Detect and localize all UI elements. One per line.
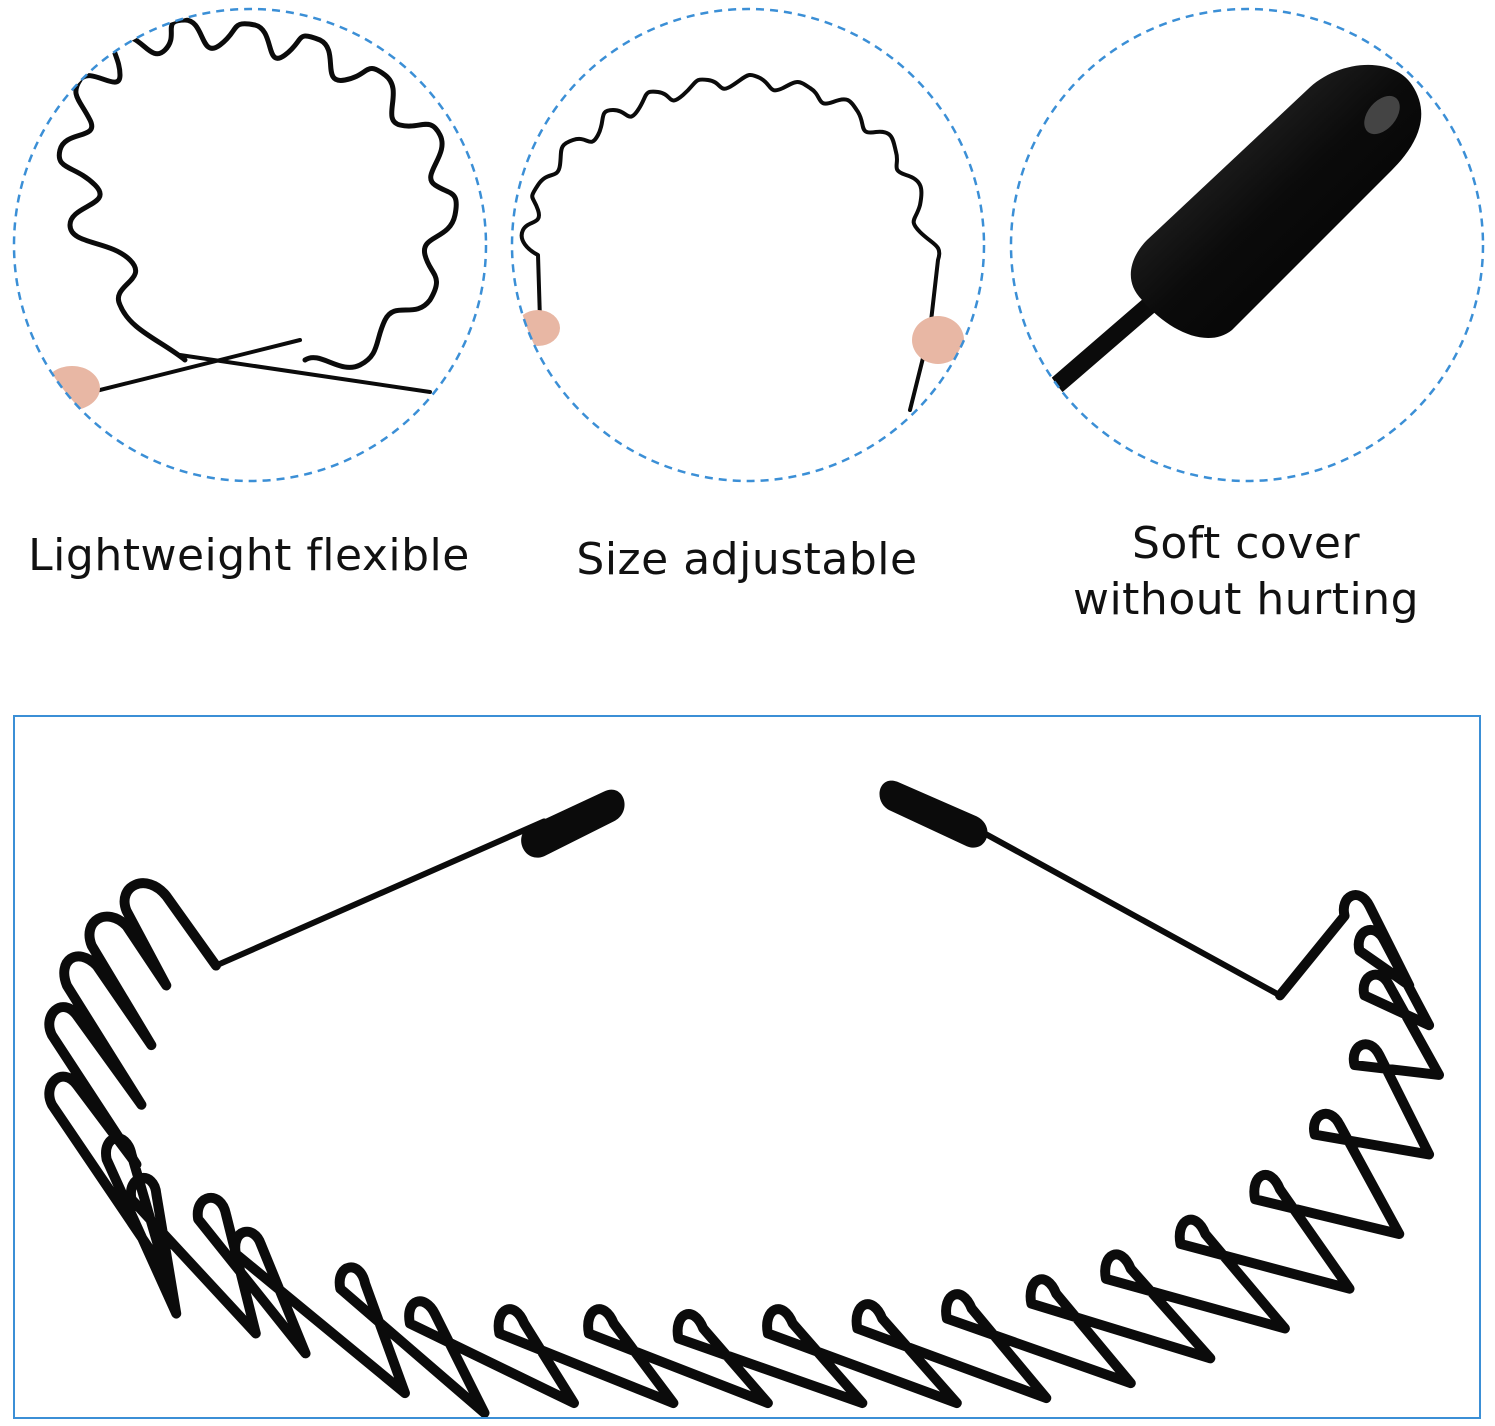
feature-size-adjustable: Size adjustable: [498, 0, 996, 660]
feature-caption: Lightweight flexible: [0, 528, 498, 584]
caption-line: Size adjustable: [576, 534, 918, 585]
wavy-headband-loop-image: [12, 7, 488, 483]
feature-caption: Soft cover without hurting: [997, 516, 1495, 628]
feature-lightweight: Lightweight flexible: [0, 0, 498, 660]
caption-line: Lightweight flexible: [28, 530, 470, 581]
soft-tip-closeup-image: [1009, 7, 1485, 483]
feature-caption: Size adjustable: [498, 532, 996, 588]
wavy-headband-product-image: [44, 780, 1445, 1417]
product-image-frame: [13, 715, 1481, 1419]
feature-soft-cover: Soft cover without hurting: [997, 0, 1495, 660]
caption-line: without hurting: [1072, 574, 1420, 625]
caption-line: Soft cover: [1131, 518, 1361, 569]
wavy-headband-stretched-image: [510, 7, 986, 483]
